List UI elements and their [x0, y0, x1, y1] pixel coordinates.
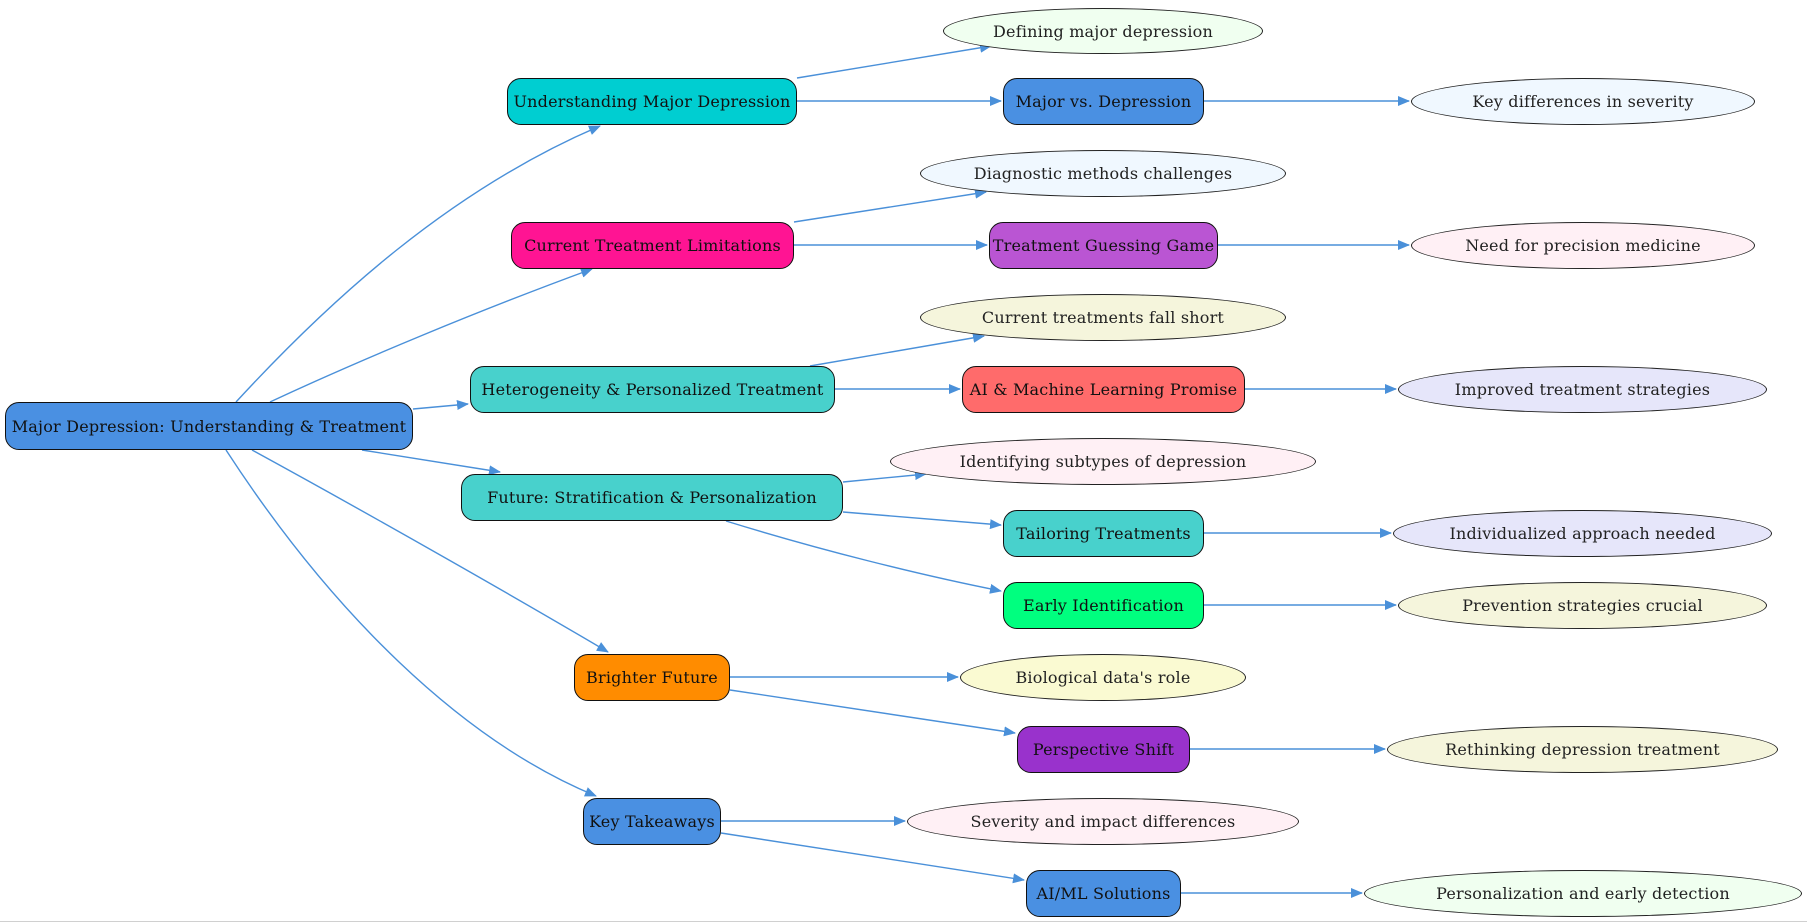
- node-key-differences-severity[interactable]: Key differences in severity: [1411, 78, 1755, 125]
- edge-n2-n2a: [793, 188, 987, 223]
- node-understanding-major-depression[interactable]: Understanding Major Depression: [507, 78, 797, 125]
- edge-root-n1: [235, 125, 601, 403]
- edge-root-n3: [412, 400, 469, 410]
- root-node[interactable]: Major Depression: Understanding & Treatm…: [5, 402, 413, 450]
- node-future-stratification-personalization[interactable]: Future: Stratification & Personalization: [461, 474, 843, 521]
- node-rethinking-depression-treatment[interactable]: Rethinking depression treatment: [1387, 726, 1778, 773]
- edge-n4-n4d: [725, 520, 1002, 594]
- node-ai-ml-solutions[interactable]: AI/ML Solutions: [1026, 870, 1181, 917]
- edge-root-n6: [225, 449, 597, 797]
- edge-root-n5: [251, 449, 609, 653]
- node-identifying-subtypes[interactable]: Identifying subtypes of depression: [890, 438, 1316, 485]
- bottom-border: [0, 921, 1807, 922]
- node-heterogeneity-personalized-treatment[interactable]: Heterogeneity & Personalized Treatment: [470, 366, 835, 413]
- edge-n5-n5b: [729, 689, 1016, 737]
- edge-n1-n1a: [796, 42, 992, 79]
- edge-root-n4: [361, 449, 501, 476]
- node-prevention-strategies[interactable]: Prevention strategies crucial: [1398, 582, 1767, 629]
- node-need-precision-medicine[interactable]: Need for precision medicine: [1411, 222, 1755, 269]
- node-biological-data-role[interactable]: Biological data's role: [960, 654, 1246, 701]
- node-diagnostic-methods-challenges[interactable]: Diagnostic methods challenges: [920, 150, 1286, 197]
- edge-n4-n4a: [842, 470, 927, 483]
- node-ai-ml-promise[interactable]: AI & Machine Learning Promise: [962, 366, 1245, 413]
- node-severity-impact-differences[interactable]: Severity and impact differences: [907, 798, 1299, 845]
- node-perspective-shift[interactable]: Perspective Shift: [1017, 726, 1190, 773]
- node-major-vs-depression[interactable]: Major vs. Depression: [1003, 78, 1204, 125]
- node-tailoring-treatments[interactable]: Tailoring Treatments: [1003, 510, 1204, 557]
- node-early-identification[interactable]: Early Identification: [1003, 582, 1204, 629]
- node-individualized-approach[interactable]: Individualized approach needed: [1393, 510, 1772, 557]
- node-defining-major-depression[interactable]: Defining major depression: [943, 8, 1263, 54]
- edge-n4-n4b: [842, 511, 1002, 530]
- node-brighter-future[interactable]: Brighter Future: [574, 654, 730, 701]
- node-current-treatment-limitations[interactable]: Current Treatment Limitations: [511, 222, 794, 269]
- node-treatment-guessing-game[interactable]: Treatment Guessing Game: [989, 222, 1218, 269]
- node-key-takeaways[interactable]: Key Takeaways: [583, 798, 721, 845]
- node-improved-treatment-strategies[interactable]: Improved treatment strategies: [1398, 366, 1767, 413]
- edge-n3-n3a: [809, 332, 985, 367]
- node-personalization-early-detection[interactable]: Personalization and early detection: [1364, 870, 1802, 917]
- node-current-treatments-fall-short[interactable]: Current treatments fall short: [920, 294, 1286, 341]
- edge-root-n2: [269, 268, 593, 403]
- edge-n6-n6b: [720, 832, 1025, 884]
